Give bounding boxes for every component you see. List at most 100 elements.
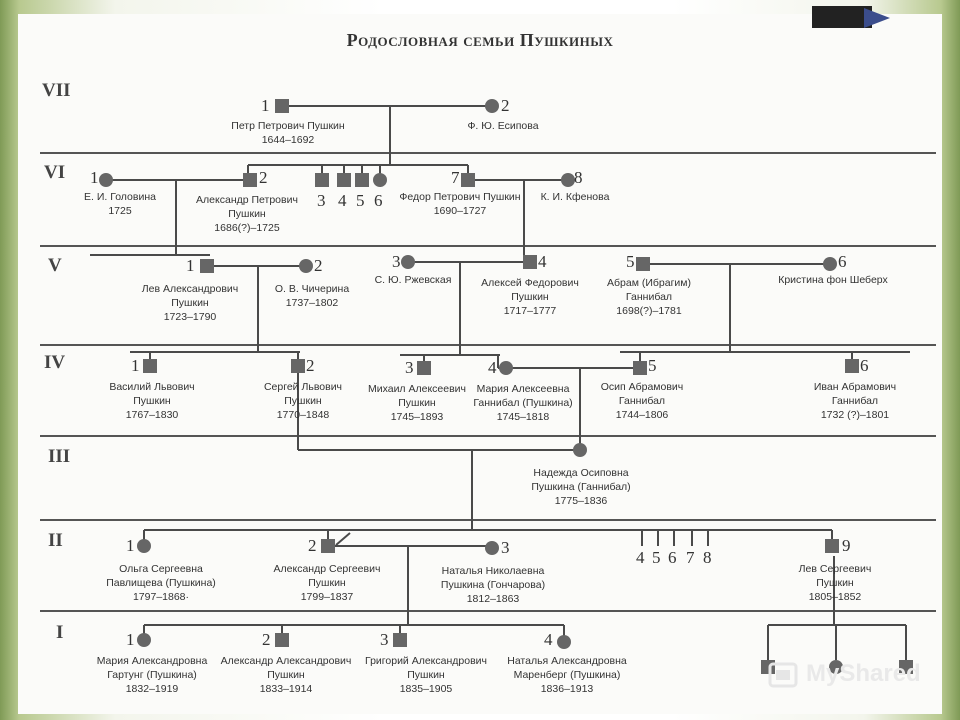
male-symbol: [636, 257, 650, 271]
person-number: 6: [668, 548, 677, 567]
female-symbol: [299, 259, 313, 273]
male-symbol: [315, 173, 329, 187]
male-symbol: [393, 633, 407, 647]
person-number: 4: [538, 252, 547, 271]
female-symbol: [401, 255, 415, 269]
male-symbol: [461, 173, 475, 187]
male-symbol: [275, 99, 289, 113]
female-symbol: [485, 541, 499, 555]
person-number: 3: [501, 538, 510, 557]
corner-decoration-icon: [812, 6, 890, 28]
generation-label-iv: IV: [44, 352, 66, 373]
person-number: 3: [392, 252, 401, 271]
person-number: 4: [636, 548, 645, 567]
person-number: 2: [314, 256, 323, 275]
male-symbol: [337, 173, 351, 187]
male-symbol: [291, 359, 305, 373]
person-number: 8: [574, 168, 583, 187]
male-symbol: [417, 361, 431, 375]
male-symbol: [899, 660, 913, 674]
male-symbol: [825, 539, 839, 553]
person-label: Ф. Ю. Есипова: [467, 120, 539, 132]
person-number: 3: [380, 630, 389, 649]
female-symbol: [137, 539, 151, 553]
person-number: 4: [488, 358, 497, 377]
female-symbol: [137, 633, 151, 647]
person-number: 5: [648, 356, 657, 375]
myshared-logo-icon: [768, 662, 798, 688]
person-number: 9: [842, 536, 851, 555]
generation-label-vii: VII: [42, 80, 71, 101]
female-symbol: [485, 99, 499, 113]
person-label: К. И. Кфенова: [540, 191, 610, 203]
person-number: 1: [126, 630, 135, 649]
person-number: 3: [405, 358, 414, 377]
female-symbol: [557, 635, 571, 649]
person-number: 2: [308, 536, 317, 555]
male-symbol: [633, 361, 647, 375]
female-symbol: [99, 173, 113, 187]
slide-canvas: [18, 14, 942, 714]
male-symbol: [200, 259, 214, 273]
female-symbol: [561, 173, 575, 187]
male-symbol: [143, 359, 157, 373]
person-number: 1: [186, 256, 195, 275]
person-number: 5: [626, 252, 635, 271]
male-symbol: [321, 539, 335, 553]
person-number: 5: [652, 548, 661, 567]
generation-dividers: [40, 152, 936, 612]
person-label: Кристина фон Шеберх: [778, 274, 888, 286]
person-number: 1: [126, 536, 135, 555]
person-number: 7: [686, 548, 695, 567]
person-number: 7: [451, 168, 460, 187]
person-number: 2: [306, 356, 315, 375]
generation-label-i: I: [56, 622, 64, 643]
person-number: 4: [544, 630, 553, 649]
generation-label-vi: VI: [44, 162, 66, 183]
person-number: 3: [317, 191, 326, 210]
person-number: 6: [374, 191, 383, 210]
female-symbol: [829, 660, 843, 674]
person-number: 8: [703, 548, 712, 567]
person-label: С. Ю. Ржевская: [374, 274, 452, 286]
person-number: 4: [338, 191, 347, 210]
person-number: 6: [838, 252, 847, 271]
person-number: 5: [356, 191, 365, 210]
male-symbol: [523, 255, 537, 269]
generation-label-iii: III: [48, 446, 71, 467]
person-symbols: [99, 99, 913, 674]
person-number: 2: [259, 168, 268, 187]
person-number: 2: [501, 96, 510, 115]
female-symbol: [373, 173, 387, 187]
male-symbol: [243, 173, 257, 187]
person-number: 2: [262, 630, 271, 649]
female-symbol: [499, 361, 513, 375]
male-symbol: [845, 359, 859, 373]
person-number: 1: [90, 168, 99, 187]
person-number: 1: [261, 96, 270, 115]
